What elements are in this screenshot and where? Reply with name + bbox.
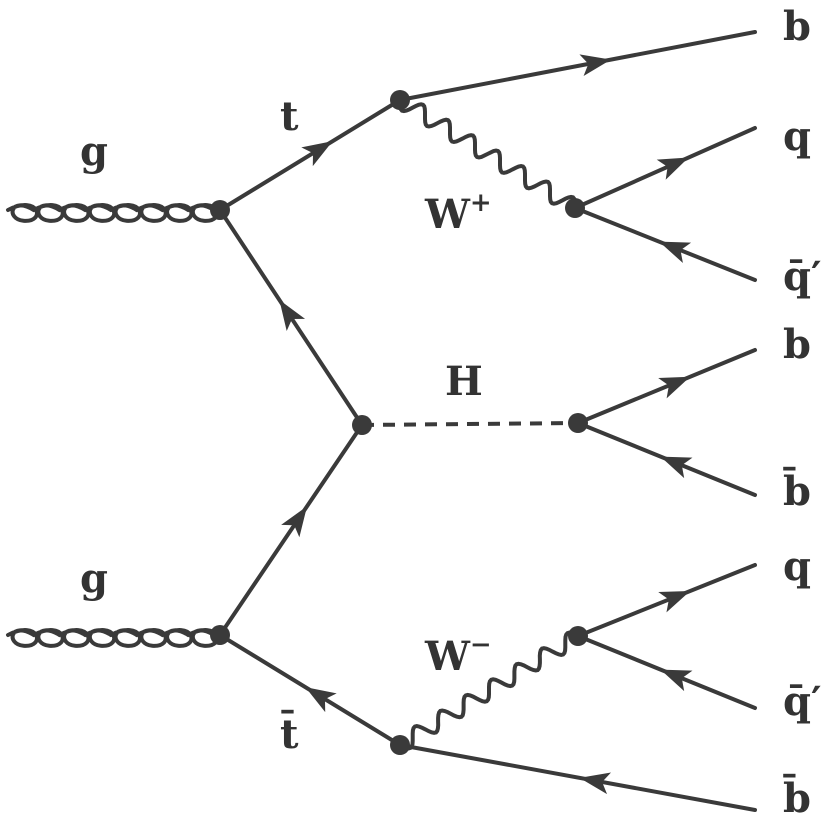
b-line-higgs xyxy=(576,348,757,425)
label-higgs: H xyxy=(445,358,483,405)
label-qbar-bottom: q̄′ xyxy=(783,678,822,725)
vertex-higgs xyxy=(352,415,372,435)
arrow-qbar-bottom xyxy=(660,669,693,692)
label-g-top: g xyxy=(80,128,108,175)
label-t: t xyxy=(280,93,299,140)
gluon-line-bottom xyxy=(6,628,220,648)
w-plus-boson-line xyxy=(398,98,577,210)
label-w-plus: W+ xyxy=(424,188,492,238)
b-line-top xyxy=(398,30,757,102)
q-line-bottom xyxy=(576,563,757,638)
vertex-g-top xyxy=(210,200,230,220)
label-g-bottom: g xyxy=(80,555,108,602)
arrow-bbar-bottom xyxy=(579,772,612,795)
label-w-minus: W− xyxy=(424,630,492,680)
fermion-arrows xyxy=(279,54,693,795)
arrow-tbar xyxy=(305,687,337,713)
w-minus-boson-line xyxy=(398,630,580,751)
label-bbar-higgs: b̄ xyxy=(782,468,811,515)
label-q-bottom: q xyxy=(783,543,811,590)
arrow-internal-upper xyxy=(279,299,306,331)
vertex-tbar-w xyxy=(390,735,410,755)
vertex-w-plus-decay xyxy=(565,198,585,218)
internal-top-line-lower xyxy=(218,423,364,637)
arrow-b-top xyxy=(579,54,611,77)
arrow-internal-lower xyxy=(281,506,308,538)
label-b-top: b xyxy=(783,3,811,50)
arrow-qbar-top xyxy=(659,241,692,264)
arrow-q-top xyxy=(656,157,689,180)
label-qbar-top: q̄′ xyxy=(783,253,822,300)
arrow-b-higgs xyxy=(658,376,691,399)
arrow-q-bottom xyxy=(658,590,691,613)
vertex-higgs-decay xyxy=(568,413,588,433)
vertex-g-bottom xyxy=(210,625,230,645)
label-q-top: q xyxy=(783,113,811,160)
vertex-w-minus-decay xyxy=(568,626,588,646)
gluon-line-top xyxy=(6,203,220,223)
vertex-t-w xyxy=(390,90,410,110)
arrow-t xyxy=(301,141,333,167)
higgs-propagator xyxy=(361,421,579,427)
label-tbar: t̄ xyxy=(280,711,299,758)
q-line-top xyxy=(573,126,757,210)
label-b-higgs: b xyxy=(783,321,811,368)
bbar-line-bottom xyxy=(398,743,757,812)
label-bbar-bottom: b̄ xyxy=(782,775,811,822)
top-quark-line xyxy=(218,98,402,212)
arrow-bbar-higgs xyxy=(660,456,693,479)
